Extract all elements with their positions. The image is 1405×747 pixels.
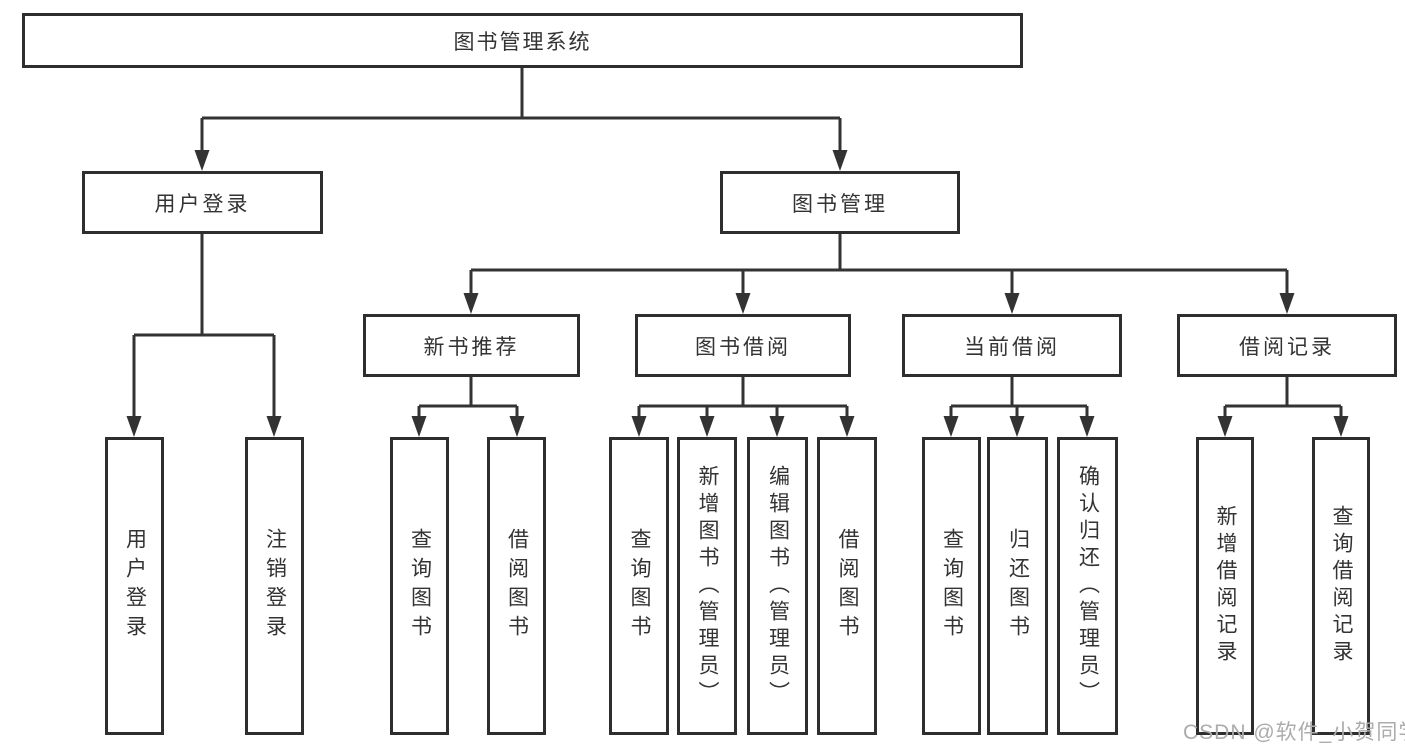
leaf-borrow-books-recommend: 借阅图书 <box>487 437 546 735</box>
leaf-query-books-current: 查询图书 <box>922 437 981 735</box>
leaf-logout: 注销登录 <box>245 437 304 735</box>
node-label: 查询图书 <box>940 528 964 644</box>
leaf-confirm-return-admin: 确认归还（管理员） <box>1057 437 1118 735</box>
node-label: 用户登录 <box>123 528 147 644</box>
leaf-query-borrow-record: 查询借阅记录 <box>1312 437 1370 735</box>
leaf-borrow-books: 借阅图书 <box>817 437 877 735</box>
node-label: 查询图书 <box>408 528 432 644</box>
node-label: 新增图书（管理员） <box>696 464 719 708</box>
node-book-borrowing: 图书借阅 <box>635 314 851 377</box>
watermark-csdn: CSDN @软件_小贺同学 <box>1183 716 1405 746</box>
node-label: 编辑图书（管理员） <box>766 464 790 708</box>
node-borrowing-records: 借阅记录 <box>1177 314 1397 377</box>
leaf-edit-book-admin: 编辑图书（管理员） <box>747 437 808 735</box>
node-label: 借阅图书 <box>505 528 529 644</box>
node-label: 确认归还（管理员） <box>1076 464 1100 708</box>
leaf-user-login: 用户登录 <box>105 437 164 735</box>
node-label: 借阅图书 <box>836 528 859 644</box>
leaf-add-borrow-record: 新增借阅记录 <box>1196 437 1254 735</box>
node-label: 图书管理系统 <box>453 30 592 54</box>
node-label: 用户登录 <box>154 192 251 216</box>
node-label: 当前借阅 <box>964 335 1060 359</box>
node-library-management-system: 图书管理系统 <box>22 13 1023 68</box>
leaf-add-book-admin: 新增图书（管理员） <box>677 437 737 735</box>
leaf-query-books-recommend: 查询图书 <box>390 437 449 735</box>
node-label: 新增借阅记录 <box>1214 505 1237 667</box>
node-label: 图书管理 <box>792 192 888 216</box>
node-new-book-recommendation: 新书推荐 <box>363 314 580 377</box>
node-label: 新书推荐 <box>423 335 520 359</box>
watermark-text: CSDN @软件_小贺同学 <box>1183 721 1405 744</box>
node-user-login: 用户登录 <box>82 171 323 234</box>
node-label: 查询借阅记录 <box>1330 505 1353 667</box>
node-label: 注销登录 <box>263 528 287 644</box>
node-book-management: 图书管理 <box>720 171 960 234</box>
node-label: 借阅记录 <box>1239 335 1335 359</box>
node-label: 归还图书 <box>1006 528 1030 644</box>
leaf-return-book: 归还图书 <box>987 437 1048 735</box>
node-label: 图书借阅 <box>695 335 791 359</box>
node-current-borrowing: 当前借阅 <box>902 314 1122 377</box>
node-label: 查询图书 <box>628 528 651 644</box>
leaf-query-books-borrowing: 查询图书 <box>609 437 669 735</box>
